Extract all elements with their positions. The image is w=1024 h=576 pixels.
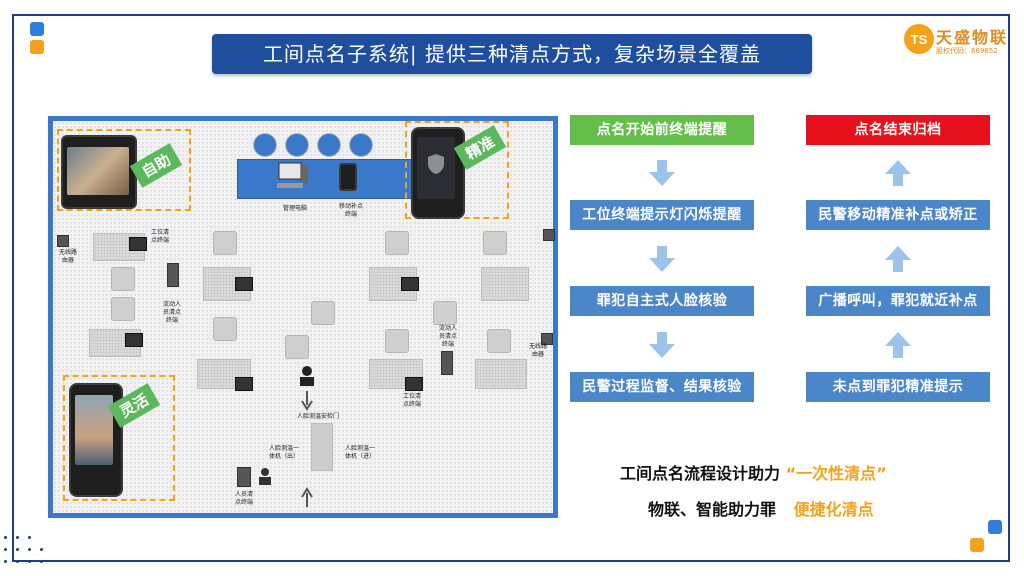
slogan-2-highlight: 便捷化清点 <box>793 500 874 519</box>
logo-mark: TS <box>911 32 928 47</box>
station-terminal-icon <box>401 277 419 291</box>
logo-name: 天盛物联 <box>936 28 1009 47</box>
flexible-terminal <box>69 383 123 497</box>
company-logo-icon: TS <box>904 24 934 54</box>
chair <box>385 231 409 255</box>
flow-right-step-2: 广播呼叫，罪犯就近补点 <box>806 286 990 316</box>
flow-right-step-1: 民警移动精准补点或矫正 <box>806 200 990 230</box>
chair <box>285 133 309 157</box>
mobile-person-terminal-icon <box>441 351 453 375</box>
chair <box>285 335 309 359</box>
self-service-terminal <box>61 135 137 209</box>
chair <box>111 297 135 321</box>
corner-deco-blue-2 <box>988 520 1002 534</box>
face-in-label: 人脸测温一 体机（进） <box>344 445 375 460</box>
station-terminal-icon <box>405 377 423 391</box>
station-term-label-1: 工位清 点终端 <box>150 229 169 244</box>
security-gate-label: 人脸测温安检门 <box>296 413 339 420</box>
flow-left-step-3: 民警过程监督、结果核验 <box>570 372 754 402</box>
dots-deco <box>4 532 54 572</box>
station-terminal-icon <box>125 333 143 347</box>
terminal-screen <box>75 395 113 465</box>
router-icon <box>543 229 555 241</box>
flow-left-step-1: 工位终端提示灯闪烁提醒 <box>570 200 754 230</box>
mobile-term-label: 移动补点 终端 <box>338 203 363 218</box>
mobile-person-label-1: 流动人 员清点 终端 <box>162 301 181 324</box>
chair <box>311 301 335 325</box>
shield-icon <box>428 154 444 174</box>
chair <box>483 231 507 255</box>
router-icon <box>57 235 69 247</box>
arrow-down-icon <box>649 246 675 272</box>
desk <box>475 359 527 389</box>
chair <box>349 133 373 157</box>
chair <box>317 133 341 157</box>
corner-deco-orange-2 <box>970 538 984 552</box>
flow-left-header: 点名开始前终端提醒 <box>570 115 754 145</box>
mobile-terminal-icon <box>339 163 357 191</box>
arrow-up-icon <box>301 487 313 507</box>
chair <box>385 329 409 353</box>
arrow-down-icon <box>301 391 313 411</box>
corner-deco-blue <box>30 22 44 36</box>
officer-icon <box>300 366 314 386</box>
chair <box>213 317 237 341</box>
face-out-label: 人脸测温一 体机（出） <box>268 445 299 460</box>
floor-plan: 管理电脑 移动补点 终端 自助 精准 工位清 点终端 流动人 员清点 终端 流动… <box>48 116 558 518</box>
arrow-up-icon <box>885 246 911 272</box>
arrow-down-icon <box>649 160 675 186</box>
control-desk <box>237 159 425 199</box>
police-officer-icon <box>259 468 271 485</box>
flow-right-header: 点名结束归档 <box>806 115 990 145</box>
terminal-screen <box>67 147 129 195</box>
logo-sub: 股权代码：669652 <box>936 47 998 55</box>
slide-frame <box>12 14 1010 562</box>
chair <box>487 329 511 353</box>
precise-handheld-terminal <box>411 127 465 219</box>
station-terminal-icon <box>129 237 147 251</box>
self-service-zone <box>57 129 191 211</box>
flexible-zone <box>63 375 175 501</box>
staff-terminal-icon <box>237 467 251 487</box>
slogan-2-text: 物联、智能助力罪 <box>648 500 777 519</box>
chair <box>213 231 237 255</box>
page-title: 工间点名子系统| 提供三种清点方式，复杂场景全覆盖 <box>212 34 812 74</box>
slogan-1-text: 工间点名流程设计助力 <box>620 464 781 483</box>
arrow-up-icon <box>885 332 911 358</box>
chair <box>253 133 277 157</box>
desk <box>481 267 529 301</box>
flow-right-step-3: 未点到罪犯精准提示 <box>806 372 990 402</box>
computer-icon <box>277 162 308 188</box>
corner-deco-orange <box>30 40 44 54</box>
staff-term-label: 人员清 点终端 <box>234 491 253 506</box>
security-gate <box>311 423 333 471</box>
slogan-2: 物联、智能助力罪 便捷化清点 <box>648 496 874 520</box>
arrow-down-icon <box>649 332 675 358</box>
slogan-1: 工间点名流程设计助力 “一次性清点” <box>620 460 887 484</box>
chair <box>433 301 457 325</box>
mgmt-pc-label: 管理电脑 <box>282 205 307 212</box>
mobile-person-label-2: 流动人 员清点 终端 <box>438 325 457 348</box>
station-terminal-icon <box>235 277 253 291</box>
arrow-up-icon <box>885 160 911 186</box>
router-label-2: 无线路 由器 <box>528 343 547 358</box>
router-icon <box>541 333 553 345</box>
slogan-1-highlight: “一次性清点” <box>785 464 887 483</box>
mobile-person-terminal-icon <box>167 263 179 287</box>
flow-left-step-2: 罪犯自主式人脸核验 <box>570 286 754 316</box>
station-terminal-icon <box>235 377 253 391</box>
station-term-label-2: 工位清 点终端 <box>402 393 421 408</box>
router-label-1: 无线路 由器 <box>58 249 77 264</box>
chair <box>111 267 135 291</box>
